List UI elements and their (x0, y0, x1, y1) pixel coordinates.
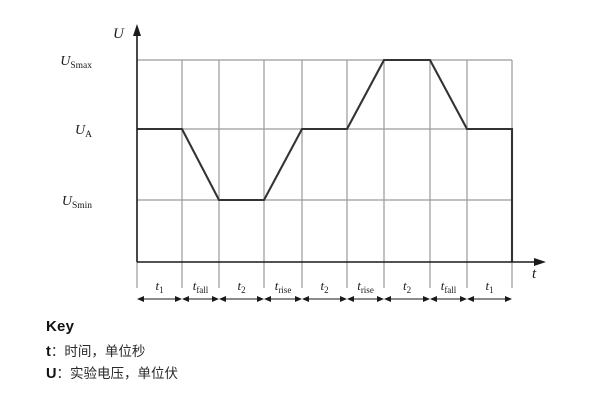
segment-label-7: tfall (441, 278, 457, 295)
segment-label-8: t1 (485, 278, 493, 295)
y-tick-ua: UA (75, 123, 92, 140)
y-axis-label: U (113, 26, 125, 42)
segment-label-1: tfall (193, 278, 209, 295)
key-separator-u: ： (56, 366, 70, 381)
vertical-gridlines (136, 60, 513, 288)
key-description-u: 实验电压，单位伏 (69, 366, 178, 381)
dimension-arrow-2 (219, 296, 264, 302)
key-section: Key t：时间，单位秒 U：实验电压，单位伏 (46, 318, 566, 385)
waveform-diagram: U t USmax UA USmin t1 tfall (60, 24, 546, 302)
y-tick-labels: USmax UA USmin (60, 54, 92, 211)
dimension-arrow-5 (347, 296, 384, 302)
key-title: Key (46, 318, 75, 335)
segment-label-0: t1 (155, 278, 163, 295)
segment-label-2: t2 (237, 278, 245, 295)
dimension-arrow-6 (384, 296, 430, 302)
x-axis-arrow-icon (534, 258, 546, 266)
key-description-t: 时间，单位秒 (64, 344, 146, 359)
key-separator-t: ： (50, 344, 65, 359)
x-axis-label: t (532, 266, 537, 282)
segment-label-3: trise (275, 278, 292, 295)
key-entry-u: U：实验电压，单位伏 (46, 363, 566, 385)
x-segment-labels: t1 tfall t2 trise t2 trise t2 tfall (155, 278, 493, 295)
segment-label-5: trise (357, 278, 374, 295)
dimension-arrow-0 (137, 296, 182, 302)
y-axis-arrow-icon (133, 24, 141, 36)
dimension-arrow-4 (302, 296, 347, 302)
y-tick-usmin: USmin (62, 194, 92, 211)
segment-label-4: t2 (320, 278, 328, 295)
waveform-svg: U t USmax UA USmin t1 tfall (60, 24, 546, 302)
key-entry-t: t：时间，单位秒 (46, 341, 566, 363)
key-symbol-u: U (46, 366, 57, 382)
y-tick-usmax: USmax (60, 54, 92, 71)
waveform-trace (137, 58, 514, 262)
segment-label-6: t2 (403, 278, 411, 295)
key-symbol-t: t (46, 344, 51, 360)
dimension-arrow-8 (467, 296, 512, 302)
segment-dimension-arrows (137, 296, 512, 302)
dimension-arrow-1 (182, 296, 219, 302)
dimension-arrow-3 (264, 296, 302, 302)
dimension-arrow-7 (430, 296, 467, 302)
